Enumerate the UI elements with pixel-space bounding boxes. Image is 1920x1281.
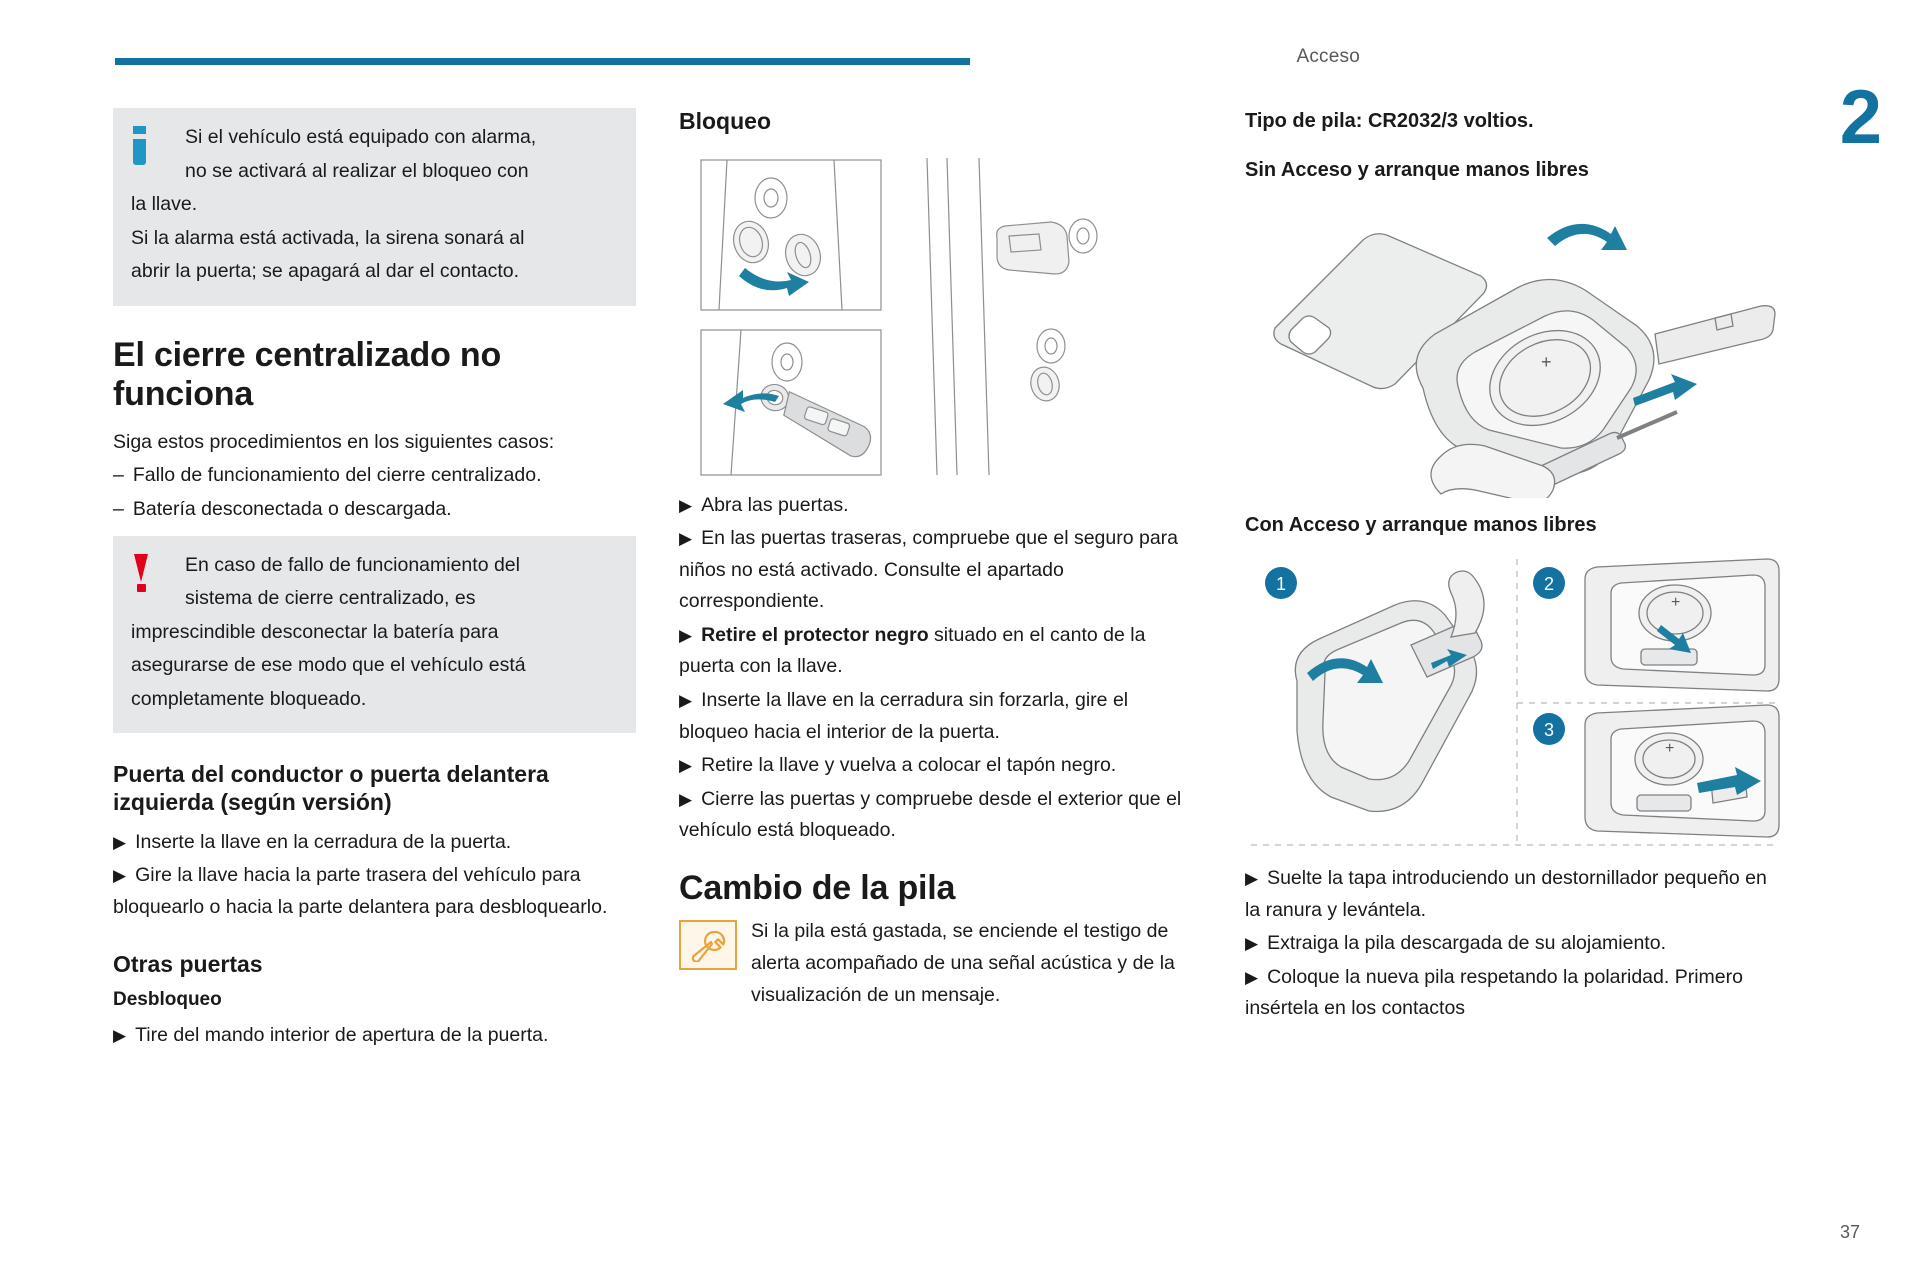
- warning-icon: [134, 553, 148, 592]
- heading-cambio-pila: Cambio de la pila: [679, 868, 956, 907]
- column-left: Si el vehículo está equipado con alarma,…: [113, 108, 636, 1053]
- dash-item: –Fallo de funcionamiento del cierre cent…: [113, 460, 636, 492]
- header-accent-rule: [115, 58, 970, 65]
- heading-cierre-centralizado: El cierre centralizado no funciona: [113, 335, 502, 414]
- heading-bloqueo: Bloqueo: [679, 108, 771, 134]
- bullet-item: ▶ Retire el protector negro situado en el…: [679, 620, 1202, 683]
- info-callout-line-2: no se activará al realizar el bloqueo co…: [185, 159, 529, 182]
- info-callout: Si el vehículo está equipado con alarma,…: [113, 108, 636, 306]
- info-callout-line-5: abrir la puerta; se apagará al dar el co…: [131, 260, 520, 283]
- heading-puerta-conductor: Puerta del conductor o puerta delantera …: [113, 761, 549, 815]
- triangle-bullet-icon: ▶: [1245, 934, 1259, 954]
- bullet-text: Inserte la llave en la cerradura sin for…: [679, 689, 1129, 743]
- keyless-fob-battery-replacement-steps-diagram: 1 2: [1245, 553, 1785, 853]
- svg-text:3: 3: [1544, 720, 1554, 740]
- info-callout-line-4: Si la alarma está activada, la sirena so…: [131, 226, 525, 249]
- warning-callout-line-5: completamente bloqueado.: [131, 687, 367, 710]
- bullet-text: Abra las puertas.: [701, 493, 849, 516]
- triangle-bullet-icon: ▶: [679, 495, 693, 515]
- bullet-text: Cierre las puertas y compruebe desde el …: [679, 787, 1182, 842]
- bullet-item: ▶ Extraiga la pila descargada de su aloja…: [1245, 928, 1785, 960]
- triangle-bullet-icon: ▶: [113, 1025, 127, 1045]
- info-icon: [133, 126, 146, 166]
- dash-marker: –: [113, 497, 124, 520]
- bullet-text: Tire del mando interior de apertura de l…: [135, 1023, 549, 1046]
- bullet-text: Inserte la llave en la cerradura de la p…: [135, 830, 512, 853]
- wrench-icon: [679, 920, 737, 971]
- info-callout-line-1: Si el vehículo está equipado con alarma,: [185, 126, 537, 148]
- battery-note-block: Si la pila está gastada, se enciende el …: [679, 916, 1202, 1011]
- bullet-text: Extraiga la pila descargada de su alojam…: [1267, 932, 1666, 955]
- intro-paragraph: Siga estos procedimientos en los siguien…: [113, 430, 555, 453]
- column-middle: Bloqueo: [679, 108, 1202, 1013]
- bullet-item: ▶Suelte la tapa introduciendo un destorn…: [1245, 863, 1785, 926]
- bullet-text: Gire la llave hacia la parte trasera del…: [113, 864, 608, 918]
- heading-sin-acceso: Sin Acceso y arranque manos libres: [1245, 159, 1589, 181]
- triangle-bullet-icon: ▶: [679, 789, 693, 809]
- svg-text:1: 1: [1276, 574, 1286, 594]
- triangle-bullet-icon: ▶: [1245, 967, 1259, 987]
- svg-text:2: 2: [1544, 574, 1554, 594]
- bullet-item: ▶ Retire la llave y vuelva a colocar el t…: [679, 750, 1202, 782]
- warning-callout-line-1: En caso de fallo de funcionamiento del: [185, 553, 520, 576]
- bullet-text: Retire la llave y vuelva a colocar el ta…: [701, 754, 1117, 777]
- step-badge-3: 3: [1533, 713, 1565, 745]
- triangle-bullet-icon: ▶: [679, 625, 693, 645]
- door-lock-cap-and-key-diagram: [679, 150, 1202, 480]
- bullet-item: ▶ Tire del mando interior de apertura de …: [113, 1020, 636, 1052]
- bullet-bold-prefix: Retire el protector negro: [701, 623, 929, 646]
- bullet-item: ▶Coloque la nueva pila respetando la pol…: [1245, 962, 1785, 1025]
- warning-callout-line-4: asegurarse de ese modo que el vehículo e…: [131, 654, 526, 677]
- column-right: Tipo de pila: CR2032/3 voltios. Sin Acce…: [1245, 108, 1785, 1027]
- battery-note-text: Si la pila está gastada, se enciende el …: [751, 920, 1175, 1006]
- bullet-item: ▶Cierre las puertas y compruebe desde el…: [679, 784, 1202, 847]
- triangle-bullet-icon: ▶: [113, 832, 127, 852]
- triangle-bullet-icon: ▶: [679, 529, 693, 549]
- warning-callout-line-3: imprescindible desconectar la batería pa…: [131, 620, 499, 643]
- step-badge-2: 2: [1533, 567, 1565, 599]
- bullet-text: Coloque la nueva pila respetando la pola…: [1245, 965, 1743, 1020]
- chapter-number-badge: 2: [1839, 75, 1882, 160]
- heading-con-acceso: Con Acceso y arranque manos libres: [1245, 514, 1597, 536]
- triangle-bullet-icon: ▶: [679, 691, 693, 711]
- bullet-item: ▶ Inserte la llave en la cerradura de la …: [113, 827, 636, 859]
- warning-callout: En caso de fallo de funcionamiento del s…: [113, 535, 636, 734]
- dash-item-text: Fallo de funcionamiento del cierre centr…: [132, 464, 542, 487]
- dash-item: –Batería desconectada o descargada.: [113, 494, 636, 526]
- page-section-title: Acceso: [1296, 46, 1360, 67]
- info-callout-line-3: la llave.: [131, 193, 198, 216]
- step-badge-1: 1: [1265, 567, 1297, 599]
- dash-marker: –: [113, 464, 124, 487]
- bullet-item: ▶En las puertas traseras, compruebe que …: [679, 523, 1202, 618]
- page-number: 37: [1839, 1222, 1860, 1242]
- bullet-item: ▶ Abra las puertas.: [679, 490, 1202, 522]
- warning-callout-line-2: sistema de cierre centralizado, es: [185, 587, 476, 610]
- svg-text:+: +: [1671, 594, 1680, 611]
- triangle-bullet-icon: ▶: [1245, 869, 1259, 888]
- heading-otras-puertas: Otras puertas: [113, 951, 263, 978]
- bullet-text: Suelte la tapa introduciendo un destorni…: [1245, 867, 1767, 921]
- key-fob-battery-replacement-screwdriver-diagram: +: [1245, 198, 1785, 498]
- bullet-item: ▶Gire la llave hacia la parte trasera de…: [113, 860, 636, 923]
- heading-desbloqueo: Desbloqueo: [113, 988, 222, 1010]
- battery-type-label: Tipo de pila: CR2032/3 voltios.: [1245, 110, 1534, 132]
- svg-text:+: +: [1665, 740, 1674, 757]
- triangle-bullet-icon: ▶: [113, 866, 127, 886]
- bullet-text: situado en el canto de la puerta con la …: [679, 623, 1146, 678]
- bullet-item: ▶Inserte la llave en la cerradura sin fo…: [679, 685, 1202, 748]
- svg-text:+: +: [1541, 352, 1552, 372]
- triangle-bullet-icon: ▶: [679, 756, 693, 776]
- dash-item-text: Batería desconectada o descargada.: [132, 497, 452, 520]
- bullet-text: En las puertas traseras, compruebe que e…: [679, 527, 1179, 613]
